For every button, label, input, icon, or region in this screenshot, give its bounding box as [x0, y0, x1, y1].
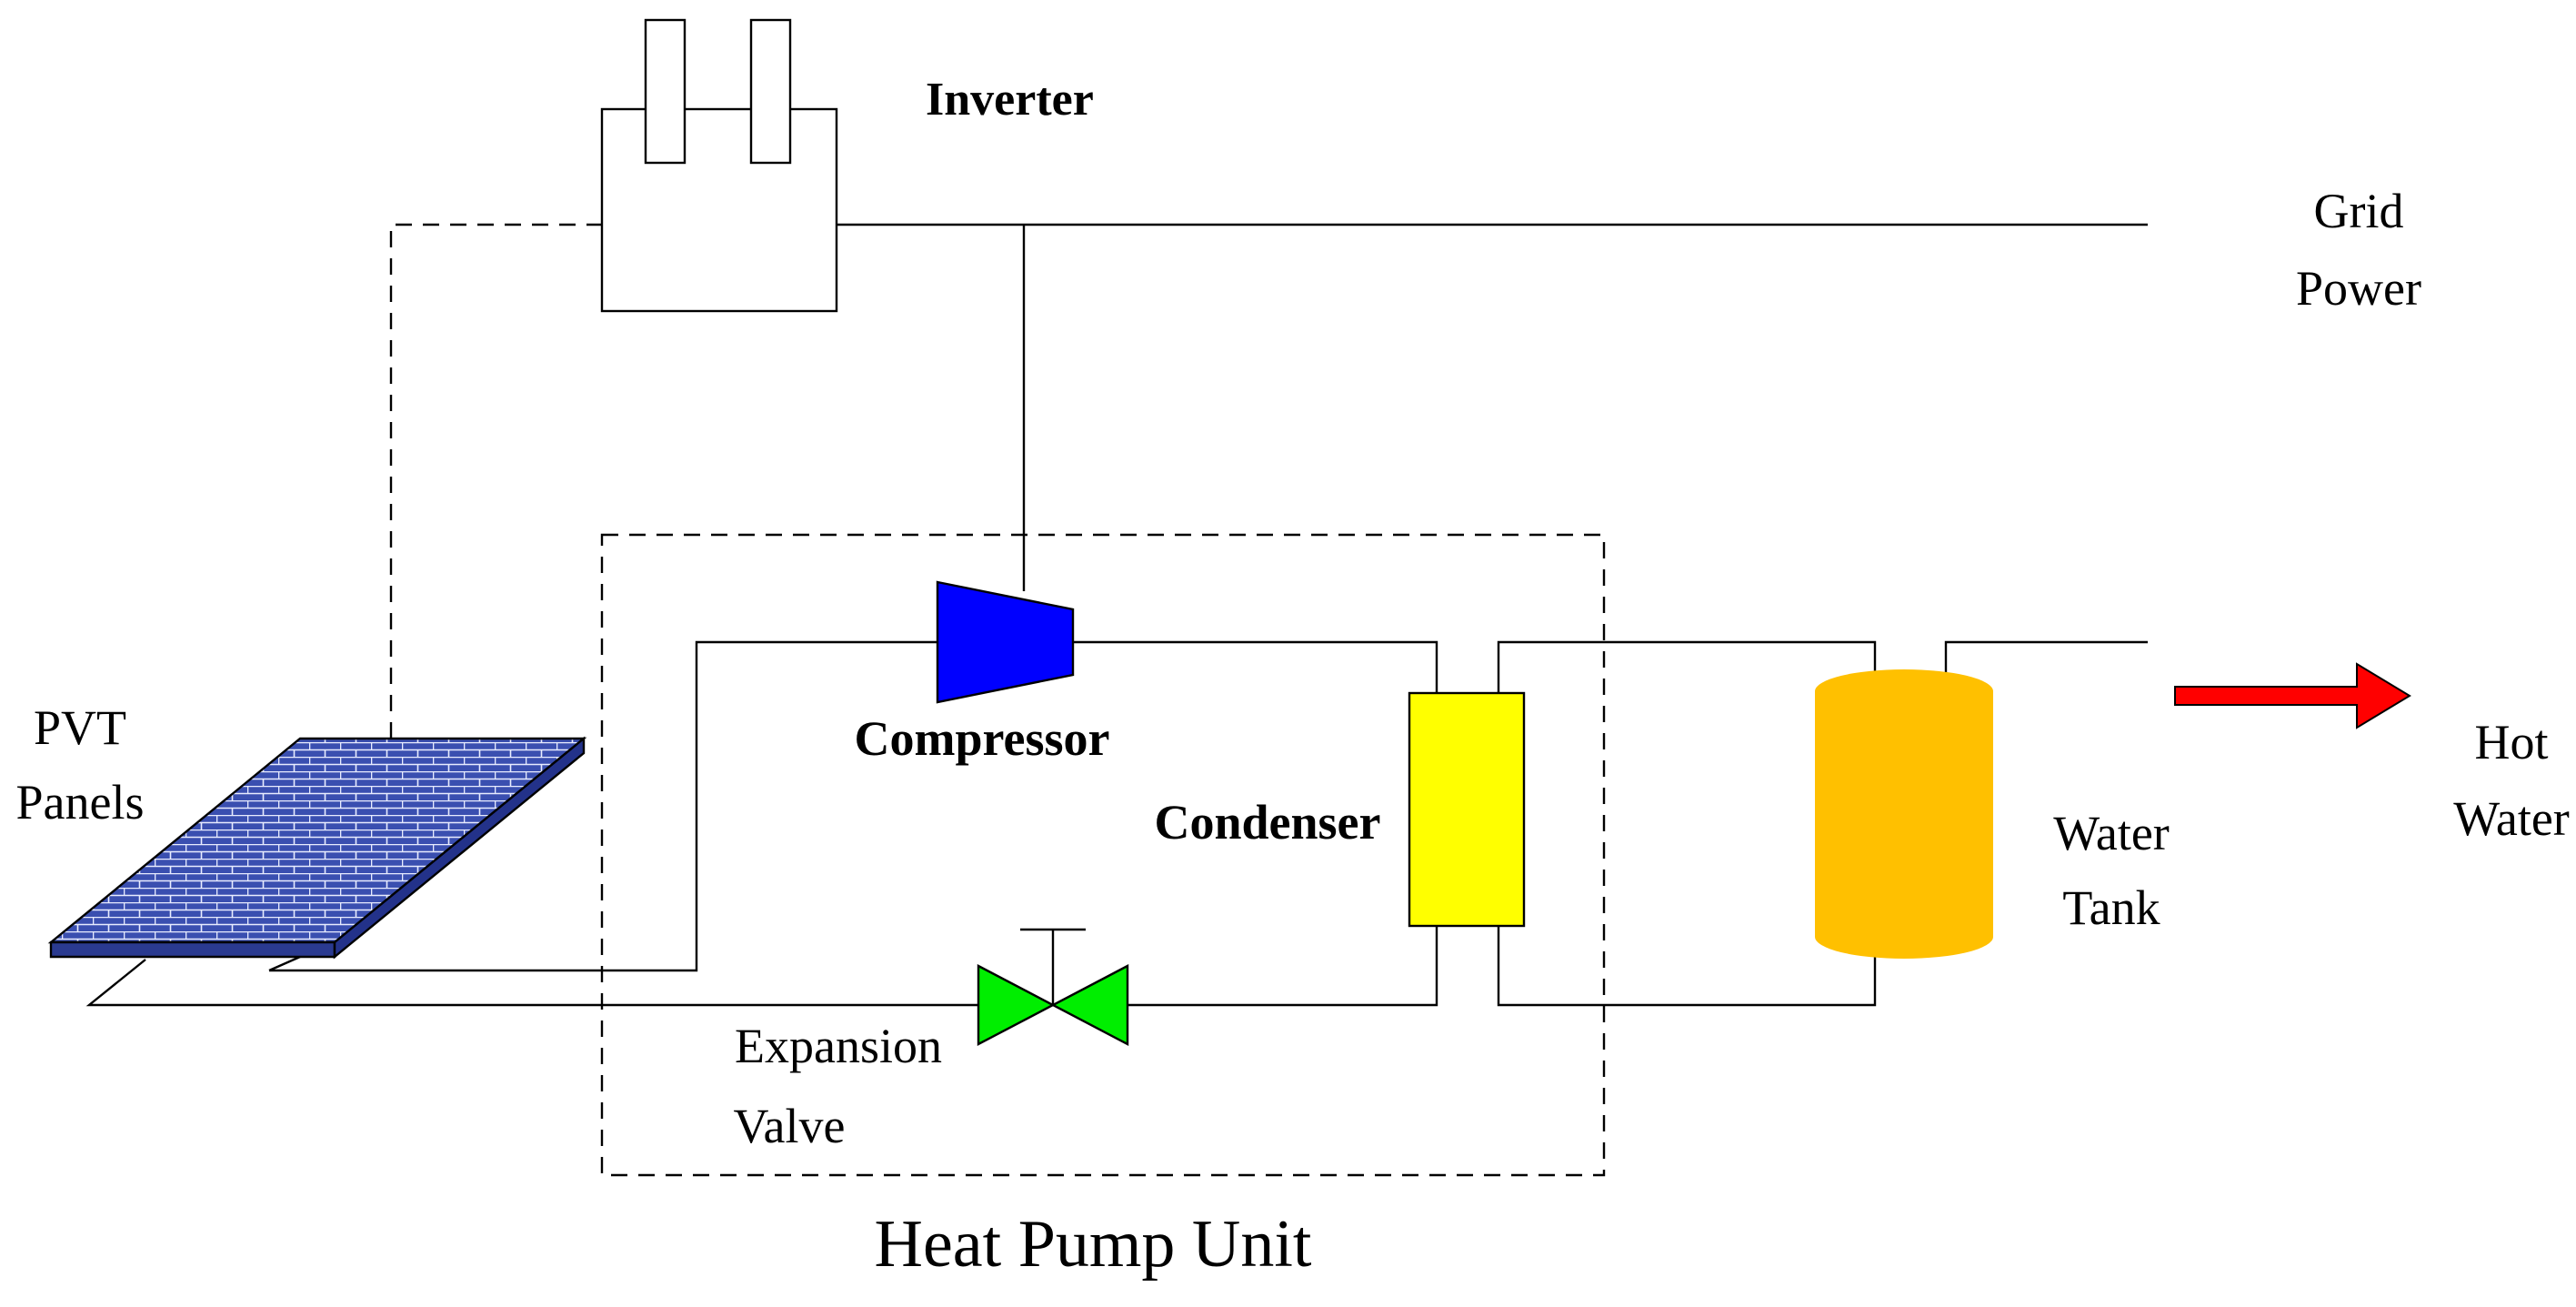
compressor-to-condenser-pipe [1073, 640, 1438, 693]
condenser-to-tank-return-pipe [1497, 926, 1877, 1007]
inverter-terminal-right [749, 18, 792, 165]
valve-to-panel-pipe [85, 959, 978, 1007]
inverter-terminal-left [644, 18, 687, 165]
pvt-label-line2: Panels [16, 775, 145, 829]
panel-to-compressor-pipe [269, 640, 937, 972]
heat-pump-unit-label: Heat Pump Unit [875, 1207, 1312, 1282]
tank-to-condenser-pipe [1497, 640, 1877, 693]
condenser-icon [1408, 691, 1526, 928]
inverter [600, 18, 838, 313]
condenser-label: Condenser [1154, 795, 1380, 850]
water-tank-label-line1: Water [2053, 806, 2170, 860]
heat-pump-unit-boundary [600, 533, 1606, 1177]
water-tank-icon [1815, 669, 1993, 959]
grid-power-label-line2: Power [2296, 261, 2421, 316]
expansion-valve-label-line1: Expansion [735, 1019, 942, 1073]
pvt-label-line1: PVT [34, 700, 126, 755]
inverter-label: Inverter [926, 74, 1094, 126]
hot-water-arrow-icon [2174, 662, 2411, 729]
hot-water-outlet-pipe [1944, 640, 2148, 679]
expansion-valve-icon [977, 928, 1129, 1046]
expansion-valve-label-line2: Valve [734, 1099, 846, 1153]
compressor-label: Compressor [855, 711, 1110, 766]
hot-water-label-line2: Water [2453, 791, 2570, 846]
pvt-panels-icon [47, 736, 587, 960]
grid-power-label-line1: Grid [2314, 184, 2404, 238]
compressor-icon [936, 580, 1075, 704]
hot-water-label-line1: Hot [2475, 715, 2549, 769]
pvt-to-inverter-dashed-line [389, 223, 602, 739]
water-tank-label-line2: Tank [2062, 880, 2160, 935]
panel-outlet-stub [268, 955, 301, 972]
condenser-to-valve-pipe [1128, 926, 1438, 1007]
